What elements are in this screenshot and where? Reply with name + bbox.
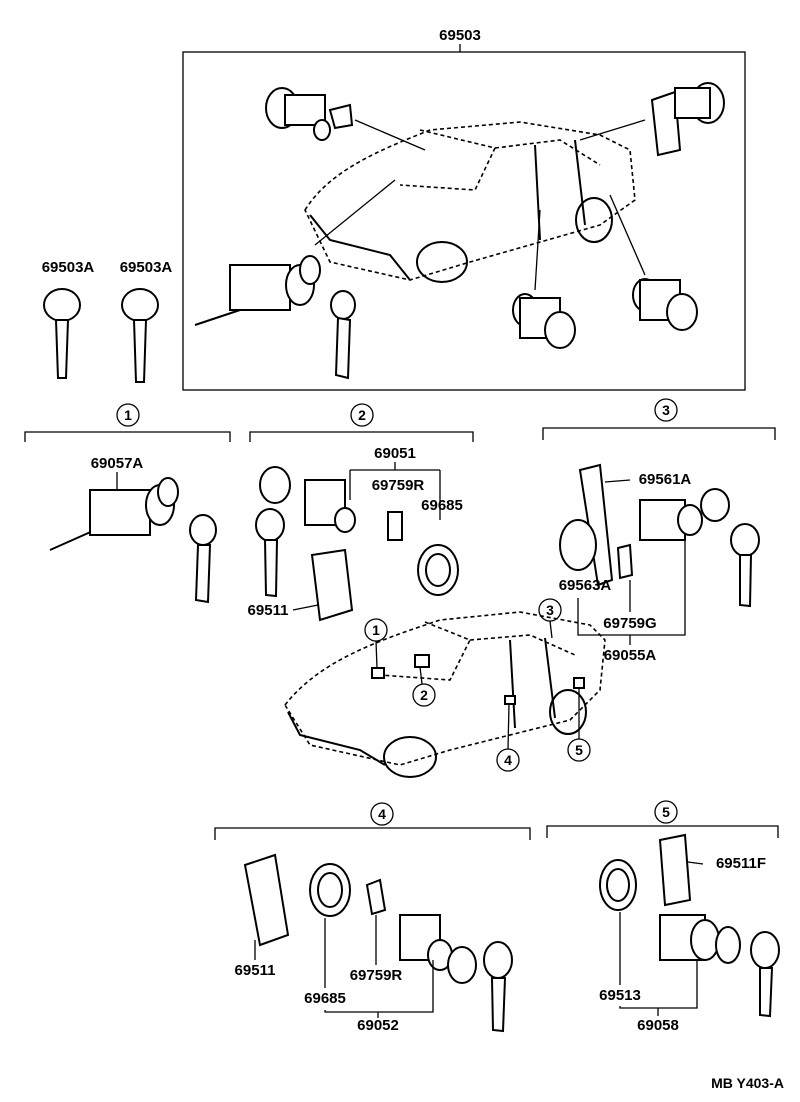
callout-3-car: 3 — [546, 602, 554, 618]
door-cylinder-box-bottom-1 — [512, 293, 576, 349]
car-top-illustration — [304, 121, 636, 283]
label-lock-2-set: 69051 — [374, 445, 416, 462]
label-lock-2-ring: 69685 — [421, 497, 463, 514]
door-cylinder-box-bottom-2 — [632, 278, 698, 331]
assembly-box: 69503 — [182, 27, 746, 391]
label-lock-5-clip: 69511F — [716, 855, 766, 872]
section-2: 2 69051 69759R 69685 69511 — [248, 403, 474, 622]
label-lock-4-set: 69052 — [357, 1017, 399, 1034]
label-assembly: 69503 — [439, 27, 481, 44]
label-lock-4-ring: 69685 — [304, 990, 346, 1007]
label-lock-3-spring: 69759G — [603, 615, 656, 632]
label-lock-1-cyl: 69057A — [91, 455, 144, 472]
callout-3-header: 3 — [662, 402, 670, 418]
label-lock-3-retainer: 69561A — [639, 471, 692, 488]
section-3: 3 69561A 69563A 69759G 69055A — [542, 398, 776, 664]
section-4: 4 69511 69759R 69685 69052 — [214, 802, 531, 1034]
section-1: 1 69057A — [24, 403, 231, 604]
callout-4-header: 4 — [378, 806, 386, 822]
callout-5-car: 5 — [575, 742, 583, 758]
door-cylinder-top-right — [650, 82, 725, 157]
label-key-a2: 69503A — [120, 259, 173, 276]
label-lock-4-spring: 69759R — [350, 967, 403, 984]
callout-1-car: 1 — [372, 622, 380, 638]
key-a2: 69503A — [120, 259, 173, 383]
callout-1-header: 1 — [124, 407, 132, 423]
section-5: 5 69511F 69513 69058 — [546, 800, 780, 1034]
label-lock-3-gasket: 69563A — [559, 577, 612, 594]
label-lock-2-clip: 69511 — [248, 602, 289, 619]
door-cylinder-top-left — [265, 87, 354, 141]
reference-code: MB Y403-A — [711, 1075, 784, 1091]
key-a1: 69503A — [42, 259, 95, 379]
label-lock-3-set: 69055A — [604, 647, 657, 664]
callout-4-car: 4 — [504, 752, 512, 768]
ignition-cylinder-box — [194, 255, 356, 380]
label-lock-2-spring: 69759R — [372, 477, 425, 494]
car-middle-illustration: 1 2 3 4 5 — [284, 598, 606, 778]
callout-2-car: 2 — [420, 687, 428, 703]
label-key-a1: 69503A — [42, 259, 95, 276]
label-lock-4-clip: 69511 — [235, 962, 276, 979]
callout-5-header: 5 — [662, 804, 670, 820]
label-lock-5-ring: 69513 — [599, 987, 641, 1004]
label-lock-5-set: 69058 — [637, 1017, 679, 1034]
callout-2-header: 2 — [358, 407, 366, 423]
